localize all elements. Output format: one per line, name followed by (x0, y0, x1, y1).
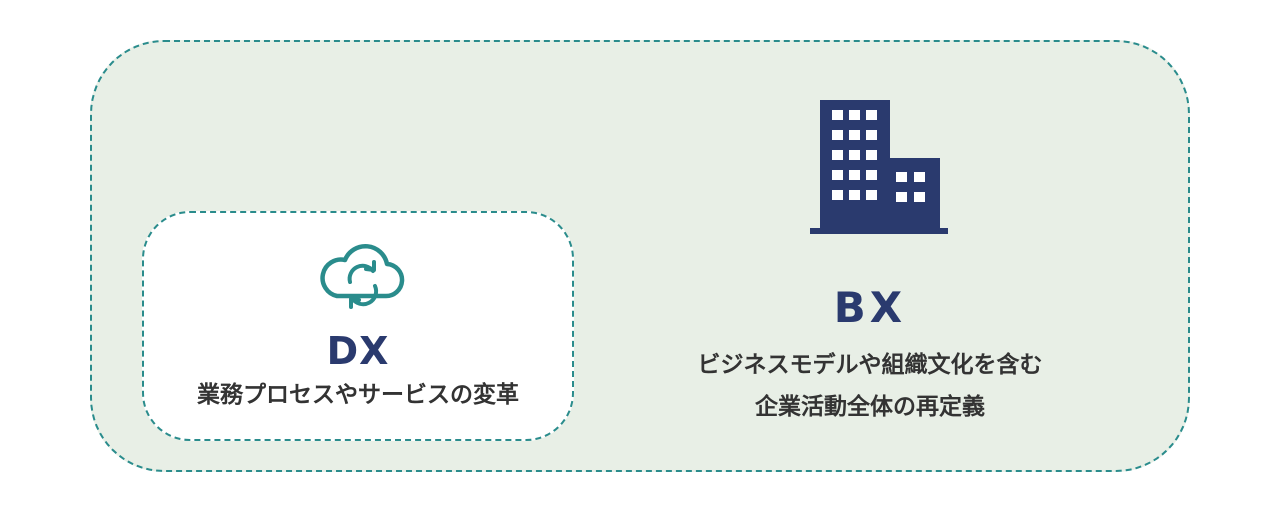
dx-description: 業務プロセスやサービスの変革 (197, 382, 519, 408)
dx-title: DX (326, 329, 390, 373)
bx-description-line-1: ビジネスモデルや組織文化を含む (697, 352, 1043, 378)
cloud-sync-icon (320, 243, 405, 309)
bx-description: ビジネスモデルや組織文化を含む 企業活動全体の再定義 (600, 344, 1140, 428)
bx-description-line-2: 企業活動全体の再定義 (755, 394, 985, 420)
office-building-icon (810, 100, 948, 234)
bx-title: BX (833, 283, 907, 332)
